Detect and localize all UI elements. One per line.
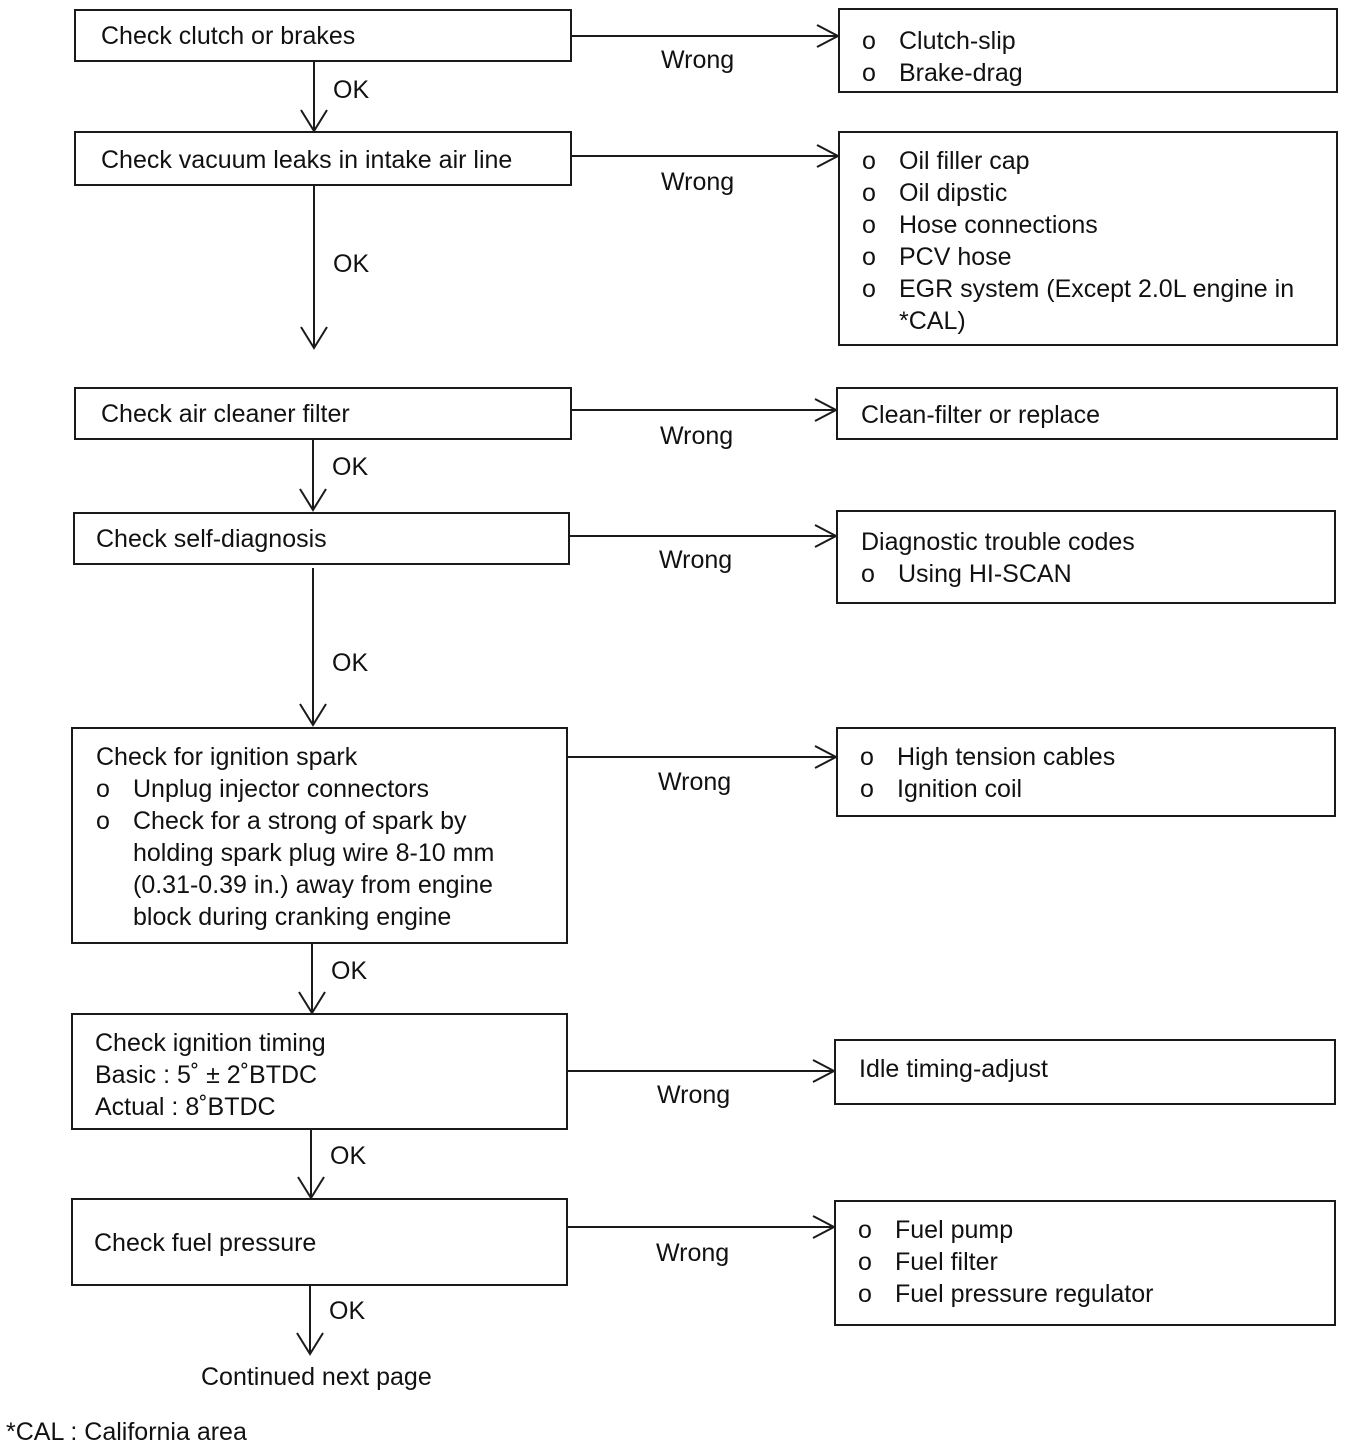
wrong-label: Wrong xyxy=(656,1239,730,1267)
check-title: Check air cleaner filter xyxy=(101,400,350,428)
ok-label: OK xyxy=(333,76,370,104)
wrong-arrow-5 xyxy=(568,745,839,769)
ok-label: OK xyxy=(329,1297,366,1325)
ok-arrow-1 xyxy=(300,62,328,133)
check-detail: Actual : 8˚BTDC xyxy=(95,1093,276,1121)
ok-arrow-5 xyxy=(298,944,326,1015)
check-box-self-diagnosis: Check self-diagnosis xyxy=(73,512,570,565)
check-title: Check fuel pressure xyxy=(94,1229,317,1257)
footnote: *CAL : California area xyxy=(6,1418,247,1446)
remedy-box-ignition-timing: Idle timing-adjust xyxy=(834,1039,1336,1105)
ok-label: OK xyxy=(330,1142,367,1170)
check-box-fuel-pressure: Check fuel pressure xyxy=(71,1198,568,1286)
wrong-label: Wrong xyxy=(658,768,732,796)
check-title: Check for ignition spark xyxy=(96,743,358,771)
check-box-clutch-brakes: Check clutch or brakes xyxy=(74,9,572,62)
wrong-arrow-6 xyxy=(568,1059,837,1083)
check-box-vacuum-leaks: Check vacuum leaks in intake air line xyxy=(74,131,572,186)
remedy-line: Clean-filter or replace xyxy=(861,401,1100,429)
wrong-label: Wrong xyxy=(661,168,735,196)
ok-arrow-2 xyxy=(300,186,328,350)
check-title: Check vacuum leaks in intake air line xyxy=(101,146,513,174)
ok-arrow-7 xyxy=(296,1286,324,1356)
ok-arrow-4 xyxy=(299,568,327,727)
remedy-box-air-cleaner: Clean-filter or replace xyxy=(836,387,1338,440)
check-title: Check self-diagnosis xyxy=(96,525,327,553)
continued-note: Continued next page xyxy=(201,1363,432,1391)
check-title: Check ignition timing xyxy=(95,1029,326,1057)
ok-arrow-3 xyxy=(299,440,327,512)
check-box-air-cleaner: Check air cleaner filter xyxy=(74,387,572,440)
wrong-label: Wrong xyxy=(657,1081,731,1109)
wrong-label: Wrong xyxy=(660,422,734,450)
wrong-arrow-3 xyxy=(572,398,839,422)
ok-label: OK xyxy=(333,250,370,278)
ok-label: OK xyxy=(332,453,369,481)
check-box-ignition-timing: Check ignition timing Basic : 5˚ ± 2˚BTD… xyxy=(71,1013,568,1130)
wrong-arrow-7 xyxy=(568,1215,837,1239)
wrong-label: Wrong xyxy=(659,546,733,574)
ok-arrow-6 xyxy=(297,1130,325,1200)
ok-label: OK xyxy=(331,957,368,985)
wrong-arrow-4 xyxy=(570,524,839,548)
wrong-label: Wrong xyxy=(661,46,735,74)
remedy-line: Idle timing-adjust xyxy=(859,1055,1048,1083)
wrong-arrow-2 xyxy=(572,144,841,168)
check-detail: Basic : 5˚ ± 2˚BTDC xyxy=(95,1061,318,1089)
remedy-line: Diagnostic trouble codes xyxy=(861,528,1135,556)
check-title: Check clutch or brakes xyxy=(101,22,356,50)
wrong-arrow-1 xyxy=(572,24,841,48)
ok-label: OK xyxy=(332,649,369,677)
